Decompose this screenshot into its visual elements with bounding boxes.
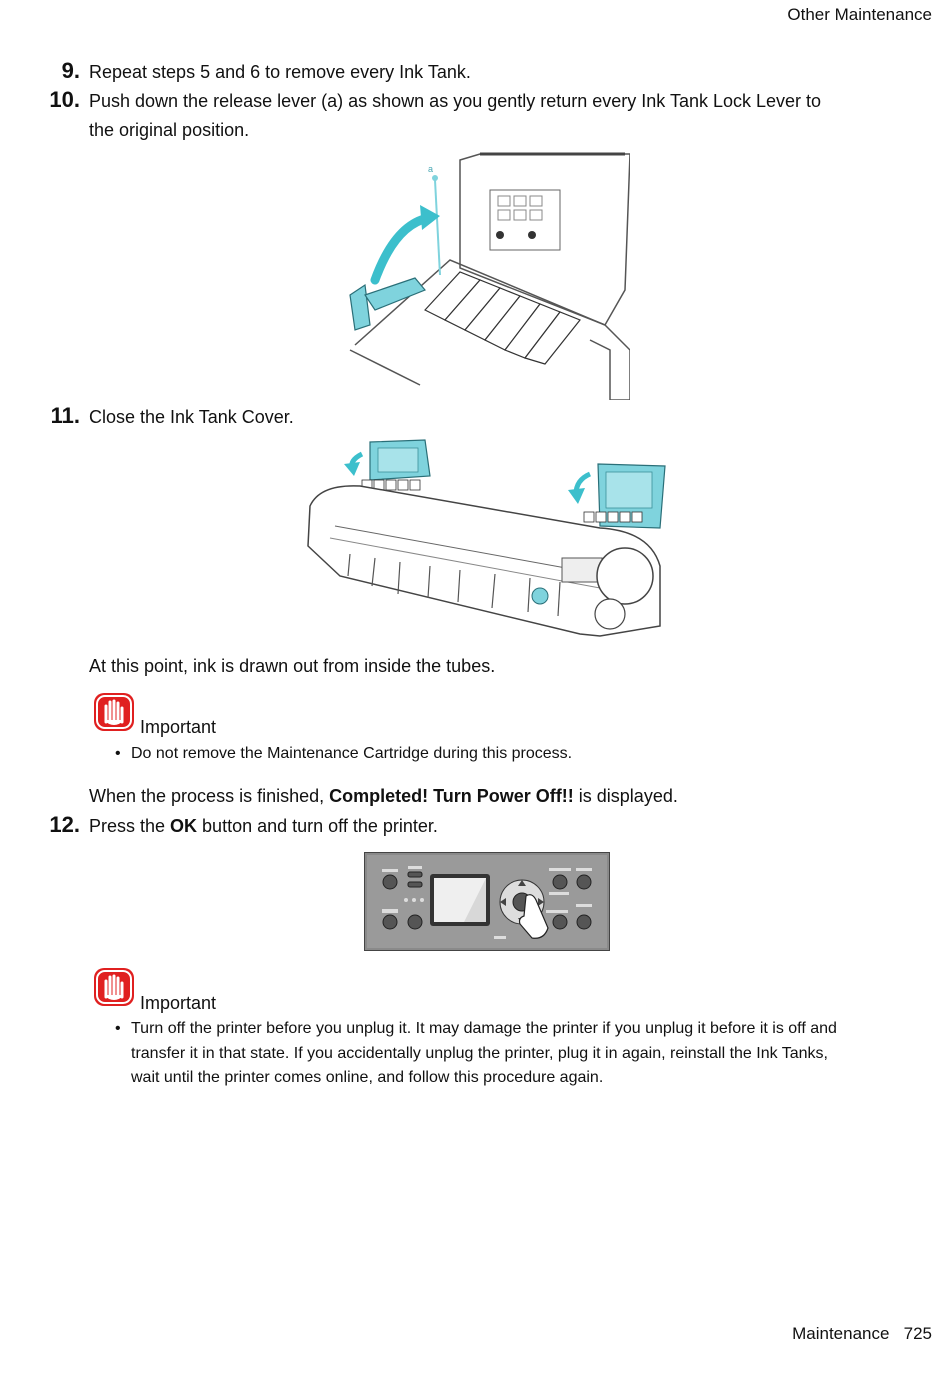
important-1-bullet: • Do not remove the Maintenance Cartridg… [115, 742, 573, 767]
step-12-text: Press the OK button and turn off the pri… [89, 812, 438, 841]
control-panel-illustration [364, 852, 610, 951]
important-hand-icon [93, 692, 135, 732]
important-label-1: Important [140, 717, 217, 737]
bullet-glyph: • [115, 745, 121, 762]
important-2-bullet: • Turn off the printer before you unplug… [115, 1017, 901, 1091]
figure-close-ink-tank-cover [300, 436, 672, 646]
important-1-text: Do not remove the Maintenance Cartridge … [131, 745, 573, 762]
ok-button-label: OK [170, 816, 198, 836]
bullet-glyph: • [115, 1020, 121, 1037]
important-hand-icon [93, 967, 135, 1007]
figure-ink-tank-lock-levers: a [340, 150, 630, 400]
step-10-number: 10. [49, 87, 80, 112]
release-lever-callout: a [428, 164, 433, 174]
step-12-number: 12. [49, 812, 80, 837]
finished-text-pre: When the process is finished, [89, 786, 330, 806]
important-2-line-2: transfer it in that state. If you accide… [131, 1044, 828, 1062]
page-number: 725 [903, 1324, 932, 1343]
footer-section: Maintenance [792, 1324, 890, 1343]
note-process-finished: When the process is finished, Completed!… [89, 786, 678, 807]
note-ink-drawn: At this point, ink is drawn out from ins… [89, 656, 496, 676]
step-9-text: Repeat steps 5 and 6 to remove every Ink… [89, 62, 471, 82]
step-10-text-line1: Push down the release lever (a) as shown… [89, 91, 822, 111]
important-2-line-1: Turn off the printer before you unplug i… [131, 1020, 837, 1037]
step-10-text-line2: the original position. [89, 120, 250, 140]
step-11-text: Close the Ink Tank Cover. [89, 407, 294, 427]
running-header: Other Maintenance [787, 5, 932, 24]
important-2-line-3: wait until the printer comes online, and… [131, 1069, 604, 1086]
step-12-post: button and turn off the printer. [197, 816, 438, 836]
ink-tank-lock-levers-illustration: a [349, 152, 630, 400]
figure-control-panel [364, 852, 610, 951]
step-12-pre: Press the [89, 816, 171, 836]
step-9-number: 9. [61, 58, 80, 83]
printer-illustration [307, 439, 666, 637]
page-footer: Maintenance 725 [792, 1324, 932, 1344]
finished-message: Completed! Turn Power Off!! [329, 786, 574, 806]
step-11-number: 11. [50, 403, 80, 428]
finished-text-post: is displayed. [573, 786, 678, 806]
important-label-2: Important [140, 993, 217, 1013]
